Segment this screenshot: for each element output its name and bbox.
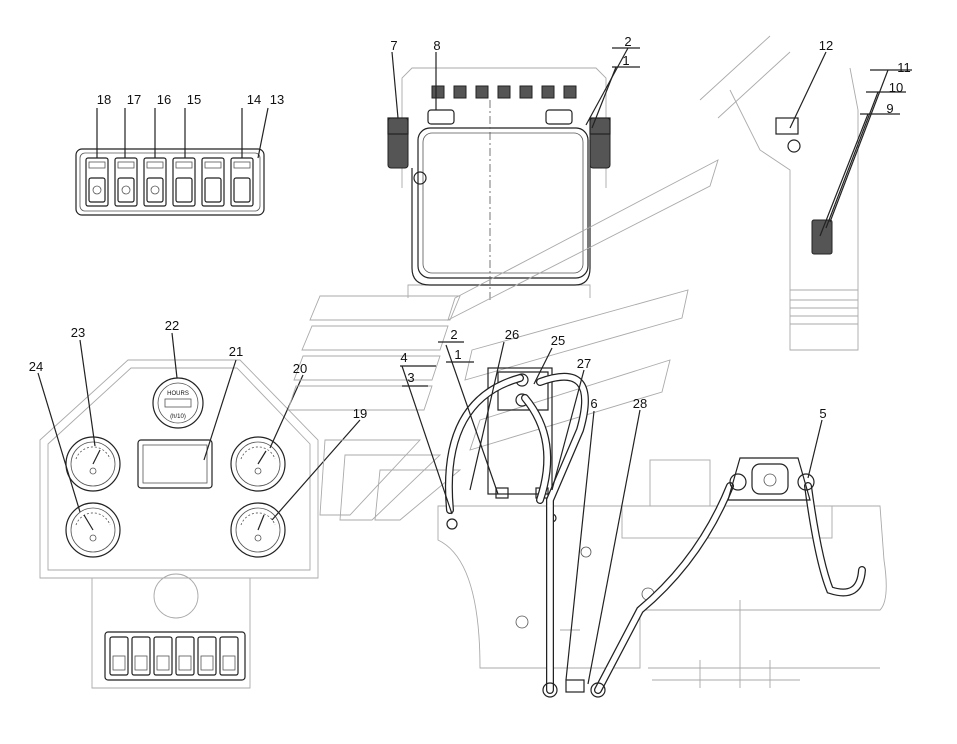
callout-9: 9 [886,101,893,116]
decorative-stripes [287,159,719,521]
callout-labels: 2 1 7 8 12 11 10 9 18 17 16 15 14 13 22 … [29,34,911,421]
display-screen [137,439,213,489]
callout-5: 5 [819,406,826,421]
callout-11: 11 [897,60,911,75]
callout-12: 12 [819,38,833,53]
callout-2-lower: 2 [450,327,457,342]
callout-21: 21 [229,344,243,359]
switch-14 [201,157,225,207]
hydraulic-pump [727,457,815,501]
gauge-20 [230,436,286,492]
callout-23: 23 [71,325,85,340]
callout-8: 8 [433,38,440,53]
roof-lights [431,85,577,99]
callout-4: 4 [400,350,407,365]
callout-13: 13 [270,92,284,107]
instrument-cluster: HOURS (h/10) [37,332,361,689]
control-lever [699,35,912,351]
gauge-24 [65,502,121,558]
callout-15: 15 [187,92,201,107]
callout-19: 19 [353,406,367,421]
cab-frame [387,47,640,300]
callout-7: 7 [390,38,397,53]
callout-27: 27 [577,356,591,371]
callout-26: 26 [505,327,519,342]
gauge-23 [65,436,121,492]
callout-17: 17 [127,92,141,107]
callout-25: 25 [551,333,565,348]
switch-17 [114,157,138,207]
switch-13 [230,157,254,207]
hour-meter: HOURS (h/10) [152,377,204,429]
switch-16 [143,157,167,207]
callout-10: 10 [889,80,903,95]
chassis [437,459,887,688]
lower-switch-panel [104,631,246,681]
callout-1-upper: 1 [622,53,629,68]
hour-meter-top-text: HOURS [167,391,189,397]
gauge-19 [230,502,286,558]
callout-16: 16 [157,92,171,107]
hour-meter-bottom-text: (h/10) [170,414,186,420]
bottom-fittings [542,679,606,698]
callout-22: 22 [165,318,179,333]
callout-2-upper: 2 [624,34,631,49]
switch-15 [172,157,196,207]
upper-switch-panel [75,107,269,216]
callout-28: 28 [633,396,647,411]
callout-3: 3 [407,370,414,385]
callout-20: 20 [293,361,307,376]
callout-24: 24 [29,359,43,374]
callout-6: 6 [590,396,597,411]
callout-14: 14 [247,92,261,107]
callout-1-lower: 1 [454,347,461,362]
callout-18: 18 [97,92,111,107]
switch-18 [85,157,109,207]
hoses [444,372,866,694]
